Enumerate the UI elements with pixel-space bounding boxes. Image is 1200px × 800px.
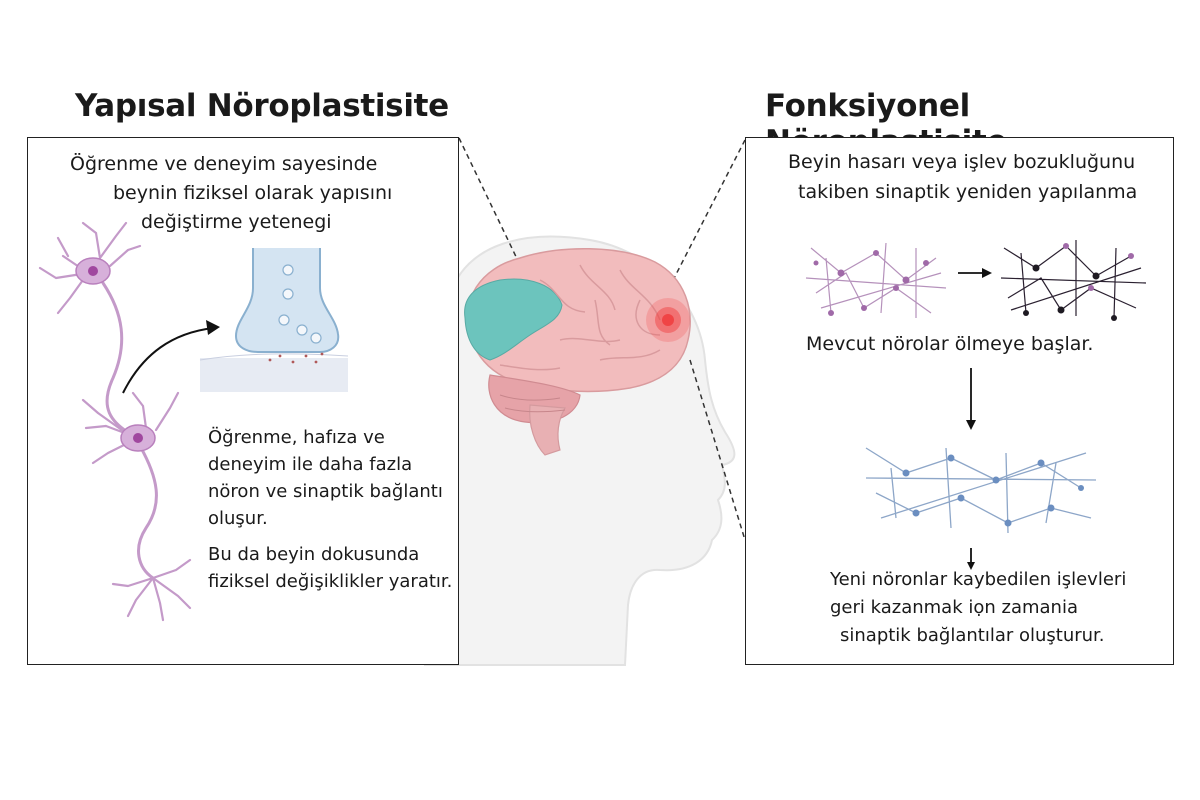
new-neurons-line3: sinaptik bağlantılar oluşturur. xyxy=(840,625,1105,646)
learning-text-line3: nöron ve sinaptik bağlantı xyxy=(208,481,443,502)
callout-line-right-bottom xyxy=(689,359,746,541)
dying-neurons-text: Mevcut nörolar ölmeye başlar. xyxy=(806,333,1094,355)
new-neurons-line1: Yeni nöronlar kaybedilen işlevleri xyxy=(830,569,1127,590)
structural-intro-line3: değiştirme yetenegi xyxy=(141,211,332,233)
brain-icon xyxy=(464,248,691,456)
callout-line-right-top xyxy=(667,139,746,291)
new-neurons-line2: geri kazanmak iọn zamania xyxy=(830,597,1078,618)
functional-intro-line2: takiben sinaptik yeniden yapılanma xyxy=(798,181,1138,203)
learning-text-line4: oluşur. xyxy=(208,508,268,529)
structural-title: Yapısal Nöroplastisite xyxy=(75,88,449,124)
structural-intro-line1: Öğrenme ve deneyim sayesinde xyxy=(70,153,378,175)
structural-panel: Öğrenme ve deneyim sayesinde beynin fizi… xyxy=(27,137,459,665)
network-before xyxy=(805,242,947,318)
brain-highlight-region xyxy=(464,278,563,361)
structural-intro-line2: beynin fiziksel olarak yapısını xyxy=(113,182,393,204)
learning-text-line1: Öğrenme, hafıza ve xyxy=(208,427,385,448)
network-damaged xyxy=(1000,240,1147,321)
synapse-icon xyxy=(199,248,349,392)
functional-panel: Beyin hasarı veya işlev bozukluğunu taki… xyxy=(745,137,1174,665)
functional-intro-line1: Beyin hasarı veya işlev bozukluğunu xyxy=(788,151,1136,173)
network-new xyxy=(865,447,1097,534)
callout-line-left xyxy=(458,137,521,266)
change-text-line1: Bu da beyin dokusunda xyxy=(208,544,420,565)
neuron-icon xyxy=(38,221,220,622)
neural-network-icon xyxy=(805,240,1147,570)
change-text-line2: fiziksel değişiklikler yaratır. xyxy=(208,571,453,592)
learning-text-line2: deneyim ile daha fazla xyxy=(208,454,413,475)
arrow-icon xyxy=(122,327,214,394)
